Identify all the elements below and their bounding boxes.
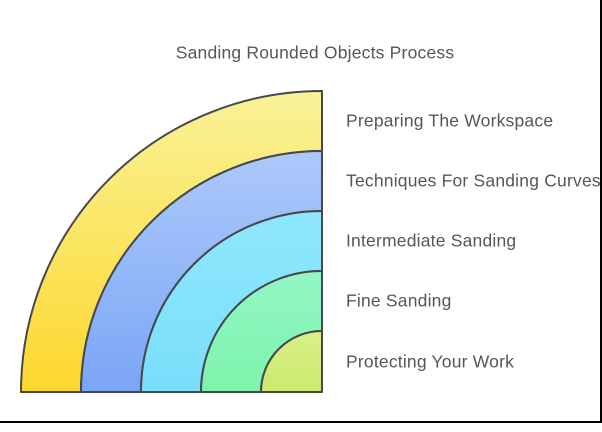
step-label-5: Protecting Your Work — [346, 351, 515, 371]
ring-step-5 — [260, 330, 323, 393]
step-label-4: Fine Sanding — [346, 290, 452, 311]
diagram-title: Sanding Rounded Objects Process — [175, 42, 455, 63]
step-label-2: Techniques For Sanding Curves — [346, 170, 601, 191]
step-label-3: Intermediate Sanding — [346, 230, 517, 251]
step-label-1: Preparing The Workspace — [346, 110, 554, 131]
